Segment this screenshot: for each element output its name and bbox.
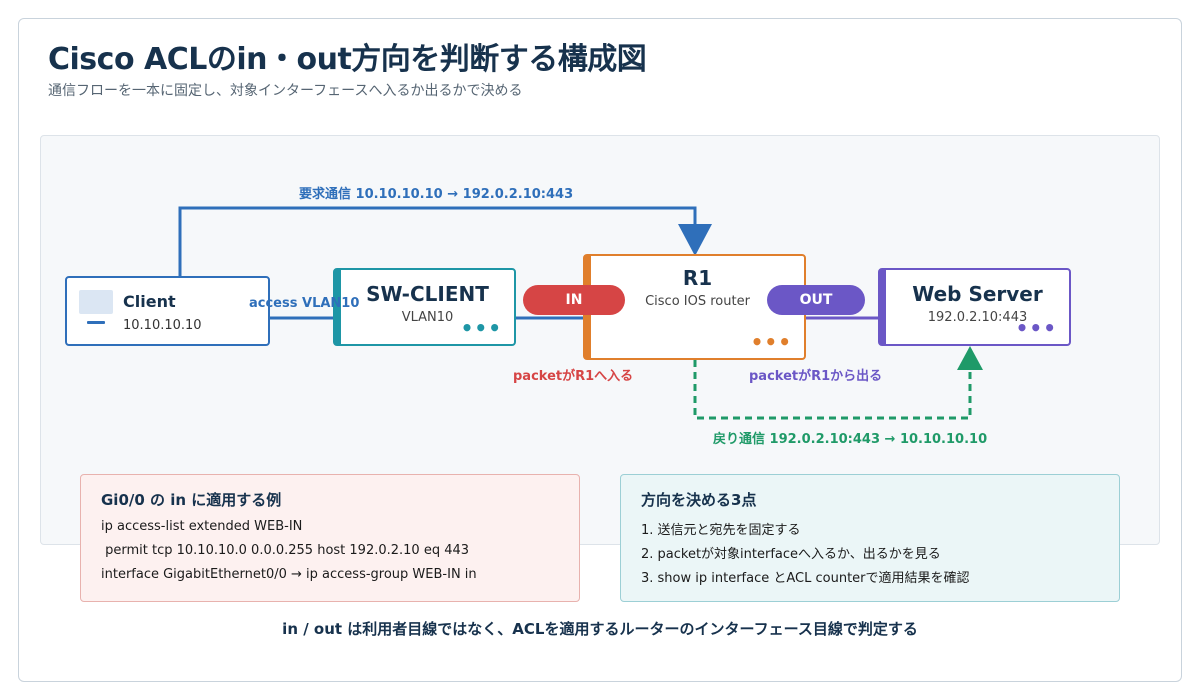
server-more-icon: ••• [1015,316,1057,340]
switch-more-icon: ••• [460,316,502,340]
acl-example-card: Gi0/0 の in に適用する例 ip access-list extende… [80,474,580,602]
packet-in-label: packetがR1へ入る [513,369,634,384]
return-arrow-head [957,346,983,370]
footer-note: in / out は利用者目線ではなく、ACLを適用するルーターのインターフェー… [282,620,918,638]
switch-vlan: VLAN10 [401,310,454,325]
server-address: 192.0.2.10:443 [927,310,1028,325]
page-title: Cisco ACLのin・out方向を判断する構成図 [48,42,647,77]
router-more-icon: ••• [750,330,792,354]
router-name: R1 [682,266,713,290]
direction-points-card: 方向を決める3点 1. 送信元と宛先を固定する 2. packetが対象inte… [620,474,1120,602]
packet-out-label: packetがR1から出る [749,369,883,384]
direction-point-item: 2. packetが対象interfaceへ入るか、出るかを見る [641,547,941,562]
acl-example-title: Gi0/0 の in に適用する例 [101,491,282,509]
router-description: Cisco IOS router [645,294,750,309]
direction-point-item: 1. 送信元と宛先を固定する [641,523,801,538]
client-icon-bar [87,321,105,324]
request-arrow-head [678,224,712,256]
request-path-line [178,206,697,276]
request-flow-label: 要求通信 10.10.10.10 → 192.0.2.10:443 [299,187,574,202]
out-direction-badge: OUT [767,285,865,315]
access-vlan-label: access VLAN10 [249,296,360,311]
in-direction-badge: IN [523,285,625,315]
acl-example-line: permit tcp 10.10.10.0 0.0.0.255 host 192… [101,543,470,558]
client-icon [79,290,113,314]
client-ip: 10.10.10.10 [123,318,202,333]
acl-example-line: interface GigabitEthernet0/0 → ip access… [101,567,477,582]
server-node[interactable]: Web Server 192.0.2.10:443 ••• [878,268,1071,346]
client-name: Client [123,292,176,311]
acl-example-line: ip access-list extended WEB-IN [101,519,303,534]
direction-point-item: 3. show ip interface とACL counterで適用結果を確… [641,571,970,586]
server-name: Web Server [912,282,1043,306]
direction-points-title: 方向を決める3点 [641,491,757,509]
page-subtitle: 通信フローを一本に固定し、対象インターフェースへ入るか出るかで決める [48,83,523,99]
switch-node[interactable]: SW-CLIENT VLAN10 ••• [333,268,516,346]
switch-name: SW-CLIENT [366,282,489,306]
return-path-line [693,360,972,420]
client-node[interactable]: Client 10.10.10.10 [65,276,270,346]
return-flow-label: 戻り通信 192.0.2.10:443 → 10.10.10.10 [713,432,988,447]
